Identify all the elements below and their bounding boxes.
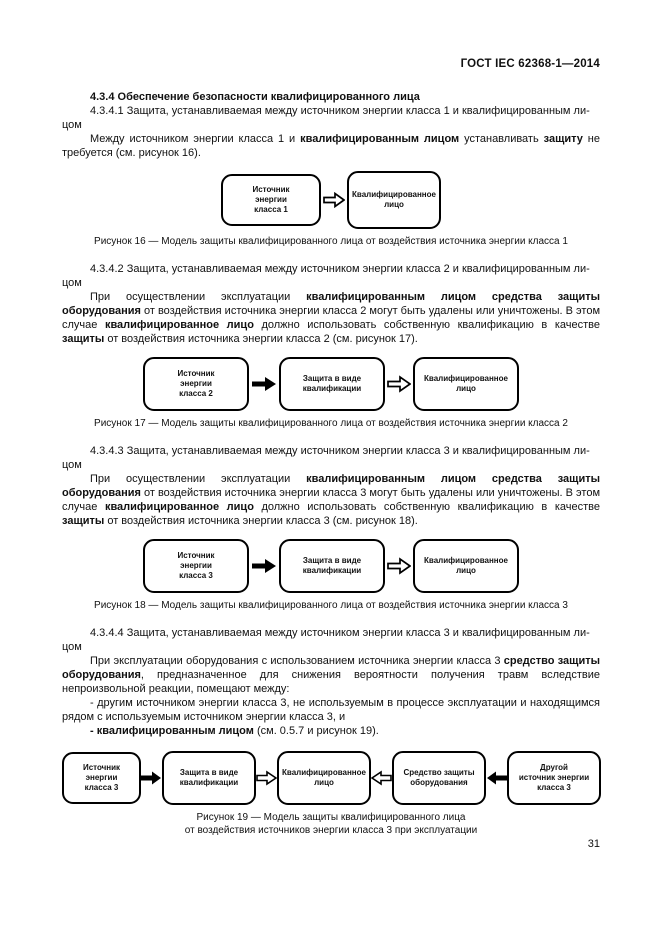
clause-4343-title: 4.3.4.3 Защита, устанавливаемая между ис… [62, 445, 590, 471]
box-energy-source-class-2: Источник энергии класса 2 [143, 357, 249, 411]
arrow-hollow-right-icon [256, 770, 277, 786]
text-run: - другим источником энергии класса 3, не… [62, 697, 600, 723]
box-skill-safeguard: Защита в виде квалификации [279, 539, 385, 593]
arrow-filled-right-icon [251, 557, 277, 575]
text-run: средство защиты оборудования [62, 655, 600, 681]
clause-4342-body: При осуществлении эксплуатации квалифици… [62, 290, 600, 346]
section-heading-434: 4.3.4 Обеспечение безопасности квалифици… [90, 91, 420, 103]
page-content: 4.3.4 Обеспечение безопасности квалифици… [62, 90, 601, 837]
text-run: При осуществлении эксплуатации [90, 291, 307, 303]
arrow-filled-right-icon [141, 770, 162, 786]
arrow-hollow-right-icon [323, 192, 345, 208]
text-run: , предназначенное для снижения вероятнос… [62, 669, 600, 695]
arrow-filled-left-icon [486, 770, 507, 786]
text-run: от воздействия источника энергии класса … [104, 333, 418, 345]
box-energy-source-class-1: Источник энергии класса 1 [221, 174, 321, 226]
box-skill-safeguard: Защита в виде квалификации [162, 751, 256, 805]
clause-4341-title: 4.3.4.1 Защита, устанавливаемая между ис… [62, 105, 590, 131]
clause-4344-bullet-1: - другим источником энергии класса 3, не… [62, 696, 600, 724]
box-energy-source-class-3: Источник энергии класса 3 [143, 539, 249, 593]
text-run: квалифицированное лицо [104, 501, 254, 513]
box-other-energy-source-class-3: Другой источник энергии класса 3 [507, 751, 601, 805]
text-run: не требуется (см. рисунок 16). [62, 133, 600, 159]
text-run: от воздействия источника энергии класса … [62, 487, 601, 513]
figure-16-caption: Рисунок 16 — Модель защиты квалифицирова… [94, 236, 568, 247]
clause-4343-body: При осуществлении эксплуатации квалифици… [62, 472, 600, 528]
arrow-hollow-right-icon [387, 557, 411, 575]
text-run: - квалифицированным лицом [90, 725, 254, 737]
box-skill-safeguard: Защита в виде квалификации [279, 357, 385, 411]
text-run: защиту [543, 133, 583, 145]
text-run: должно использовать собственную квалифик… [253, 319, 600, 331]
text-run: При осуществлении эксплуатации [90, 473, 307, 485]
text-run: защиты [62, 515, 105, 527]
clause-4342-title: 4.3.4.2 Защита, устанавливаемая между ис… [62, 263, 590, 289]
box-qualified-person: Квалифицированное лицо [277, 751, 371, 805]
figure-19-diagram: Источник энергии класса 3 Защита в виде … [62, 751, 601, 805]
clause-4344-body: При эксплуатации оборудования с использо… [62, 654, 600, 696]
figure-19-caption: Рисунок 19 — Модель защиты квалифицирова… [184, 812, 478, 836]
text-run: квалифицированным лицом [300, 133, 460, 145]
figure-18-diagram: Источник энергии класса 3 Защита в виде … [62, 539, 600, 593]
box-qualified-person: Квалифицированное лицо [413, 357, 519, 411]
text-run: Между источником энергии класса 1 и [90, 133, 301, 145]
arrow-hollow-left-icon [371, 770, 392, 786]
text-run: защиты [62, 333, 105, 345]
text-run: квалифицированное лицо [104, 319, 254, 331]
box-equipment-safeguard: Средство защиты оборудования [392, 751, 486, 805]
figure-17-caption: Рисунок 17 — Модель защиты квалифицирова… [94, 418, 568, 429]
figure-18-caption: Рисунок 18 — Модель защиты квалифицирова… [94, 600, 568, 611]
running-header-standard-ref: ГОСТ IEC 62368-1—2014 [460, 58, 600, 70]
text-run: от воздействия источника энергии класса … [62, 305, 601, 331]
clause-4341-body: Между источником энергии класса 1 и квал… [62, 132, 600, 160]
text-run: устанавливать [459, 133, 544, 145]
arrow-hollow-right-icon [387, 375, 411, 393]
clause-4344-bullet-2: - квалифицированным лицом (см. 0.5.7 и р… [62, 724, 600, 738]
clause-4344-title: 4.3.4.4 Защита, устанавливаемая между ис… [62, 627, 590, 653]
text-run: должно использовать собственную квалифик… [253, 501, 600, 513]
box-qualified-person: Квалифицированное лицо [413, 539, 519, 593]
figure-17-diagram: Источник энергии класса 2 Защита в виде … [62, 357, 600, 411]
text-run: (см. 0.5.7 и рисунок 19). [253, 725, 379, 737]
text-run: от воздействия источника энергии класса … [104, 515, 418, 527]
box-qualified-person: Квалифицированное лицо [347, 171, 441, 229]
figure-16-diagram: Источник энергии класса 1 Квалифицирован… [62, 171, 600, 229]
page-number: 31 [587, 838, 600, 850]
box-energy-source-class-3: Источник энергии класса 3 [62, 752, 141, 804]
text-run: квалифицированным лицом средства защиты … [62, 473, 600, 499]
arrow-filled-right-icon [251, 375, 277, 393]
text-run: квалифицированным лицом средства защиты … [62, 291, 600, 317]
text-run: При эксплуатации оборудования с использо… [90, 655, 504, 667]
